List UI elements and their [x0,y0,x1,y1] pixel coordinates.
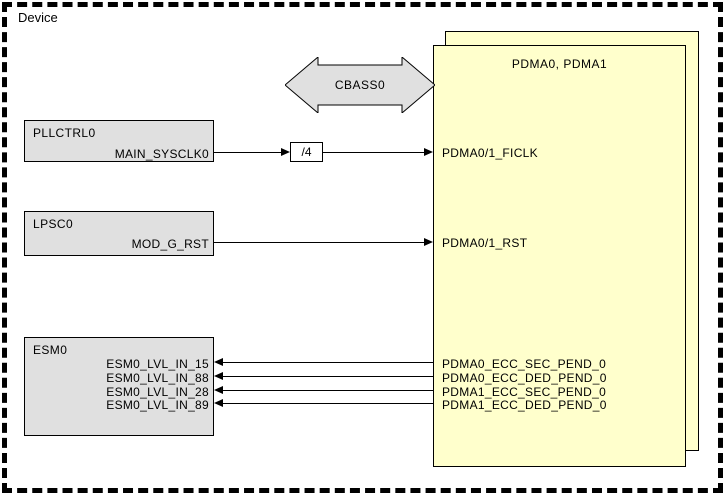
pdma0-ecc-sec-pend-label: PDMA0_ECC_SEC_PEND_0 [442,357,607,371]
arrowhead-into-divider [281,148,290,156]
arrowhead-into-esm0-15 [214,358,223,366]
arrowhead-into-rst [424,238,433,246]
arrowhead-into-esm0-89 [214,399,223,407]
arrowhead-into-esm0-28 [214,386,223,394]
pdma1-ecc-sec-pend-label: PDMA1_ECC_SEC_PEND_0 [442,385,607,399]
arrowhead-into-esm0-88 [214,372,223,380]
pdma-ficlk-label: PDMA0/1_FICLK [442,146,538,160]
pdma-title: PDMA0, PDMA1 [511,57,608,71]
pllctrl0-title: PLLCTRL0 [33,126,96,140]
lpsc0-title: LPSC0 [33,217,74,231]
wire-rst [214,242,424,243]
pdma0-ecc-ded-pend-label: PDMA0_ECC_DED_PEND_0 [442,371,607,385]
cbass0-bus-arrow [285,57,435,113]
pdma1-ecc-ded-pend-label: PDMA1_ECC_DED_PEND_0 [442,398,607,412]
esm0-lvl-in-28-label: ESM0_LVL_IN_28 [106,385,209,399]
pdma0-front-box: PDMA0, PDMA1 PDMA0/1_FICLK PDMA0/1_RST P… [433,45,686,467]
clock-divider-box: /4 [290,142,323,162]
arrowhead-into-ficlk [424,148,433,156]
pdma-rst-label: PDMA0/1_RST [442,236,528,250]
device-label: Device [18,10,58,25]
wire-ecc-sec-0 [223,362,433,363]
esm0-box: ESM0 ESM0_LVL_IN_15 ESM0_LVL_IN_88 ESM0_… [24,337,214,436]
wire-ecc-ded-1 [223,403,433,404]
lpsc0-box: LPSC0 MOD_G_RST [24,211,214,256]
wire-ecc-ded-0 [223,376,433,377]
wire-sysclk-to-divider [214,152,281,153]
wire-ecc-sec-1 [223,390,433,391]
main-sysclk0-label: MAIN_SYSCLK0 [114,147,209,161]
esm0-lvl-in-88-label: ESM0_LVL_IN_88 [106,371,209,385]
wire-divider-to-ficlk [323,152,424,153]
esm0-lvl-in-15-label: ESM0_LVL_IN_15 [106,357,209,371]
cbass0-label: CBASS0 [334,78,386,92]
esm0-title: ESM0 [33,343,68,357]
mod-g-rst-label: MOD_G_RST [131,237,209,251]
pllctrl0-box: PLLCTRL0 MAIN_SYSCLK0 [24,120,214,162]
esm0-lvl-in-89-label: ESM0_LVL_IN_89 [106,398,209,412]
